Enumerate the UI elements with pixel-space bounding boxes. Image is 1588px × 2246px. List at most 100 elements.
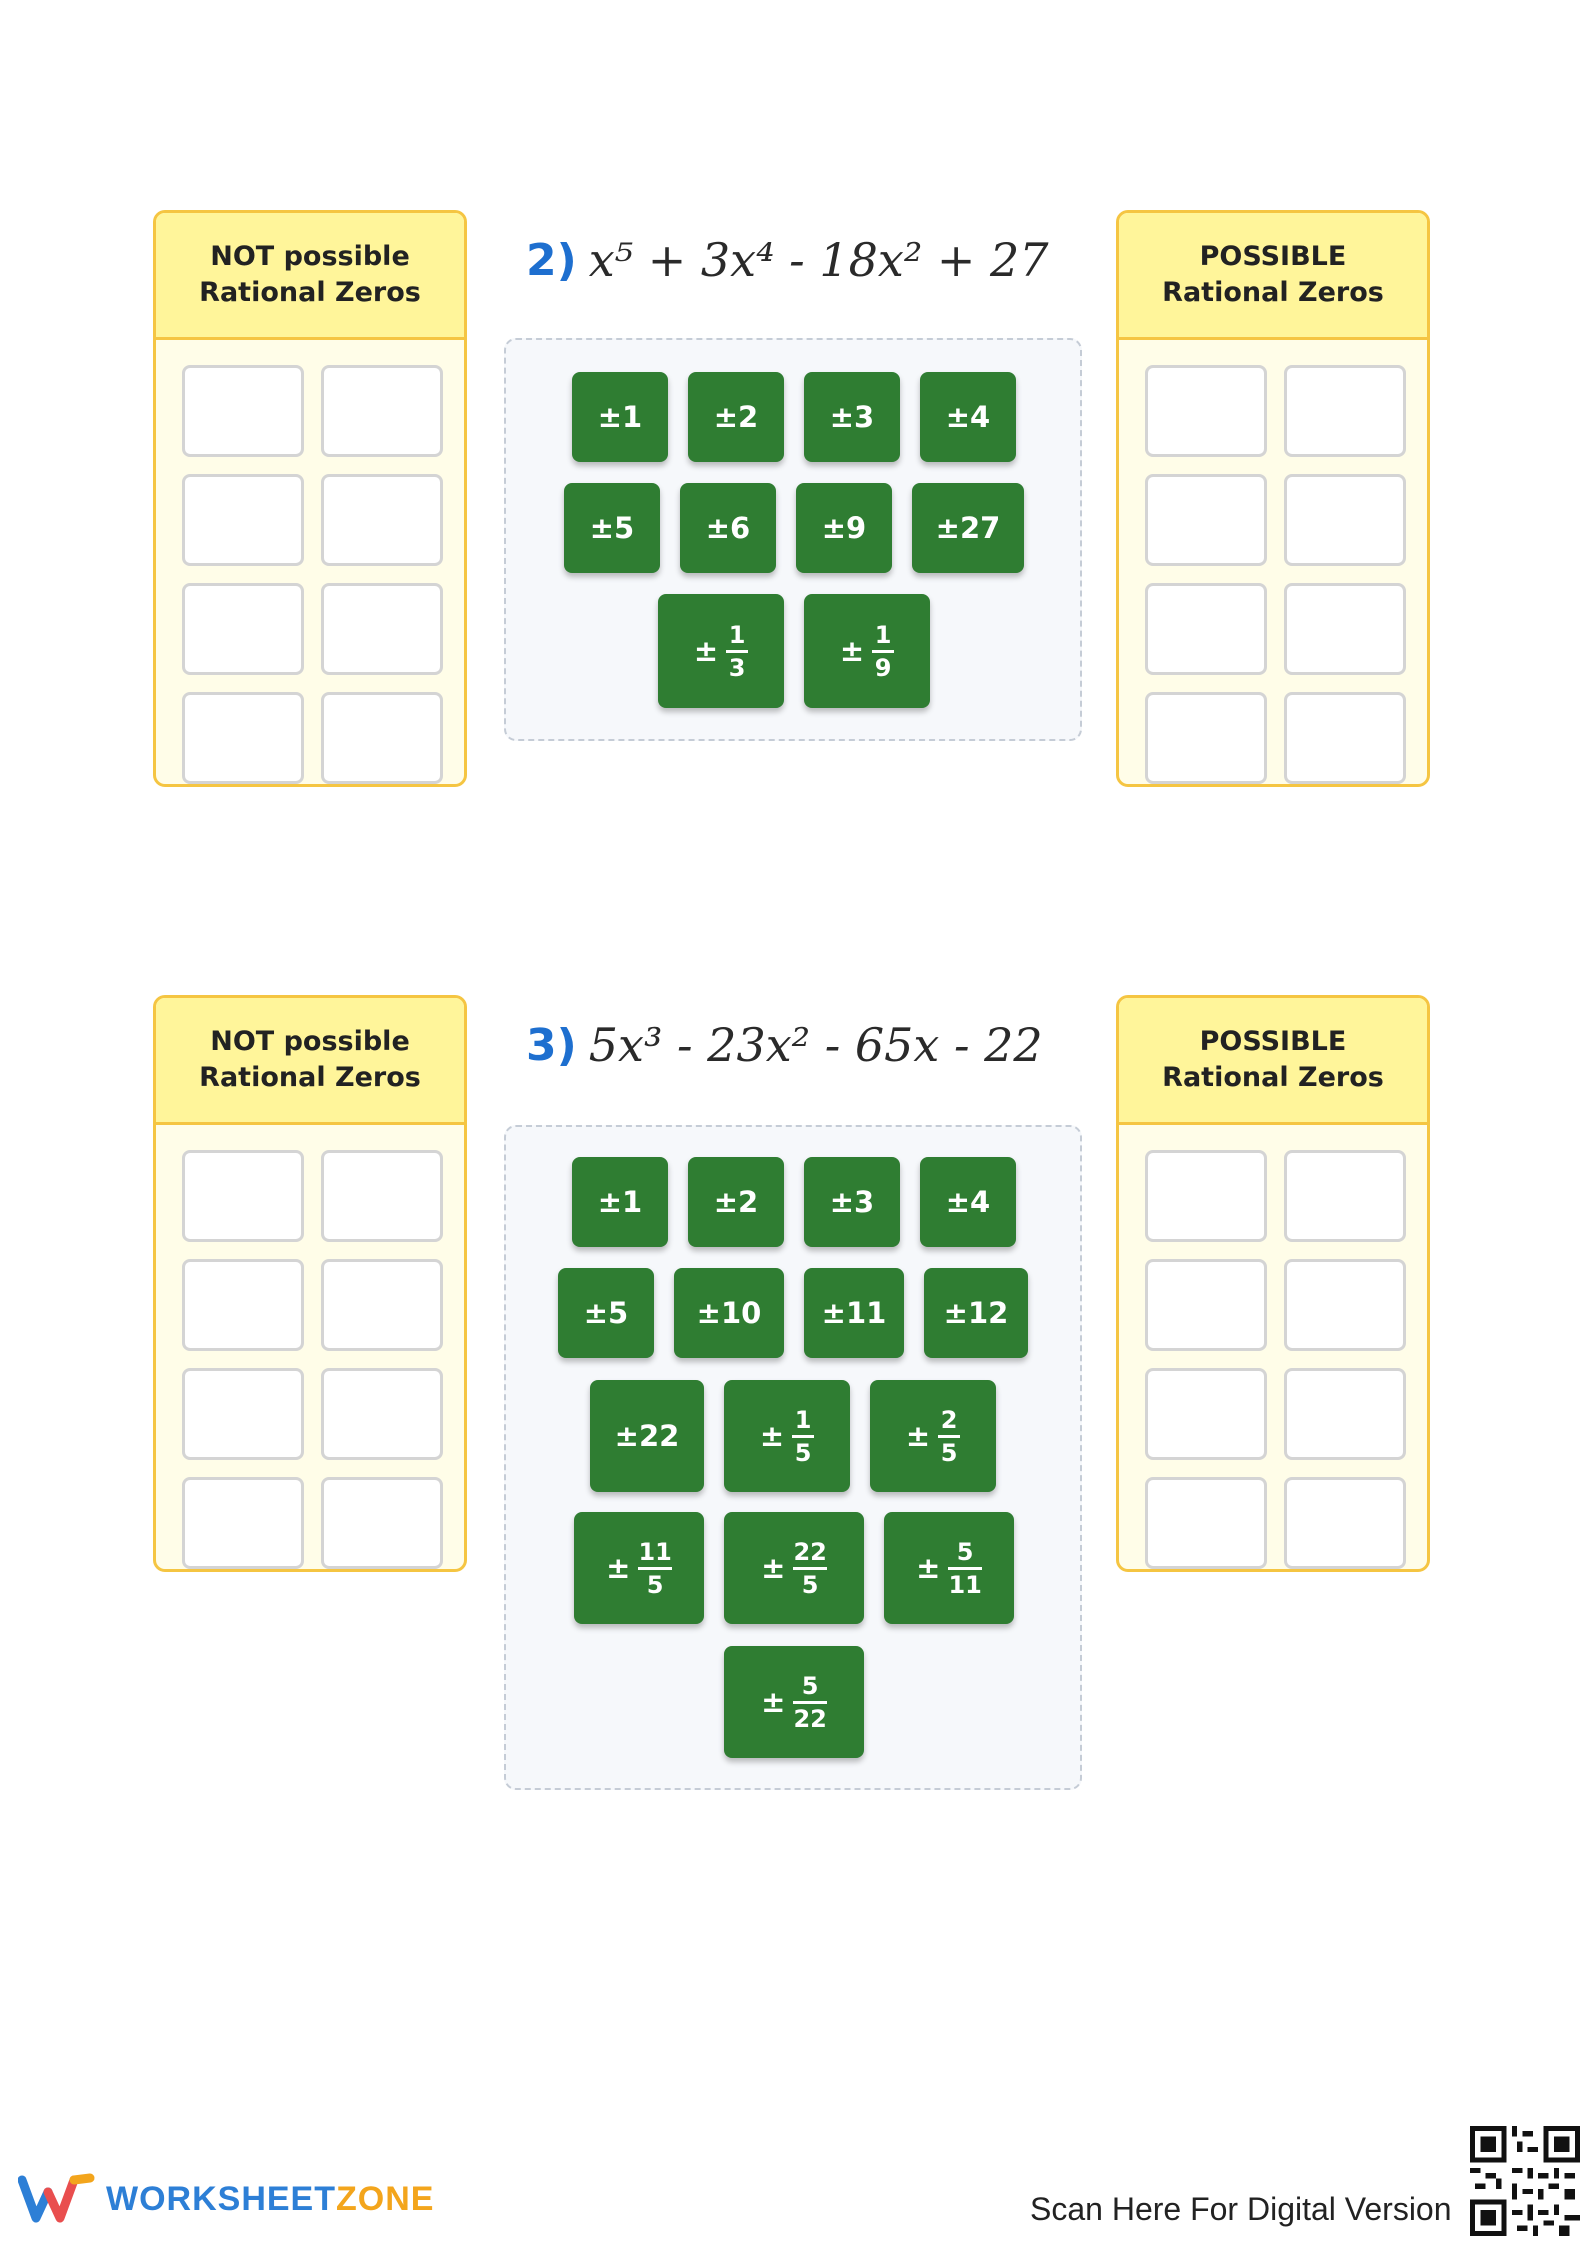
plus-minus-sign: ± — [839, 634, 865, 668]
drop-slot[interactable] — [321, 365, 443, 457]
plus-minus-sign: ± — [693, 634, 719, 668]
drop-slot[interactable] — [1145, 365, 1267, 457]
drop-slot[interactable] — [182, 1259, 304, 1351]
fraction-chip[interactable]: ± 1 9 — [804, 594, 930, 708]
answer-chip[interactable]: ±4 — [920, 372, 1016, 462]
drop-slot[interactable] — [1284, 583, 1406, 675]
drop-slot[interactable] — [1284, 692, 1406, 784]
drop-slot[interactable] — [321, 1477, 443, 1569]
drop-slot[interactable] — [182, 1150, 304, 1242]
plus-minus-sign: ± — [761, 1685, 786, 1719]
possible-header: POSSIBLE Rational Zeros — [1119, 998, 1427, 1125]
numerator: 11 — [638, 1537, 672, 1566]
denominator: 5 — [940, 1438, 958, 1467]
panel-title-line1: POSSIBLE — [1199, 1026, 1347, 1057]
fraction-chip[interactable]: ± 1 3 — [658, 594, 784, 708]
drop-slot[interactable] — [321, 1368, 443, 1460]
numerator: 2 — [940, 1405, 958, 1434]
plus-minus-sign: ± — [606, 1551, 631, 1585]
panel-title-line1: NOT possible — [210, 241, 410, 272]
answer-chip[interactable]: ±1 — [572, 1157, 668, 1247]
brand-name: WORKSHEETZONE — [106, 2179, 435, 2218]
drop-slot[interactable] — [182, 692, 304, 784]
drop-slot[interactable] — [1145, 1368, 1267, 1460]
answer-chip[interactable]: ±1 — [572, 372, 668, 462]
answer-tray: ±1 ±2 ±3 ±4 ±5 ±6 ±9 ±27 ± 1 3 ± 1 9 — [504, 338, 1082, 741]
answer-chip[interactable]: ±27 — [912, 483, 1024, 573]
drop-slot[interactable] — [1284, 1150, 1406, 1242]
drop-slot[interactable] — [1284, 365, 1406, 457]
fraction: 11 5 — [638, 1537, 672, 1599]
polynomial: x⁵ + 3x⁴ - 18x² + 27 — [588, 233, 1049, 287]
drop-slot[interactable] — [1284, 1259, 1406, 1351]
drop-slot[interactable] — [1145, 1150, 1267, 1242]
drop-slot[interactable] — [182, 583, 304, 675]
denominator: 9 — [874, 653, 892, 682]
drop-slot[interactable] — [321, 692, 443, 784]
answer-chip[interactable]: ±3 — [804, 372, 900, 462]
drop-slot[interactable] — [182, 474, 304, 566]
drop-slot[interactable] — [1284, 1477, 1406, 1569]
problem-3: NOT possible Rational Zeros 3) 5x³ - 23x… — [0, 995, 1588, 1805]
denominator: 5 — [646, 1570, 664, 1599]
fraction-chip[interactable]: ± 5 22 — [724, 1646, 864, 1758]
answer-chip[interactable]: ±11 — [804, 1268, 904, 1358]
fraction-chip[interactable]: ± 5 11 — [884, 1512, 1014, 1624]
not-possible-header: NOT possible Rational Zeros — [156, 998, 464, 1125]
drop-slot[interactable] — [182, 1477, 304, 1569]
fraction-chip[interactable]: ± 1 5 — [724, 1380, 850, 1492]
drop-slot[interactable] — [321, 474, 443, 566]
plus-minus-sign: ± — [905, 1419, 931, 1453]
numerator: 1 — [874, 620, 892, 649]
fraction: 5 11 — [948, 1538, 982, 1599]
fraction-chip[interactable]: ± 22 5 — [724, 1512, 864, 1624]
fraction-bar — [792, 1434, 815, 1438]
drop-slot[interactable] — [1284, 1368, 1406, 1460]
denominator: 11 — [948, 1570, 982, 1599]
fraction-bar — [948, 1566, 982, 1570]
drop-slot[interactable] — [1145, 583, 1267, 675]
answer-chip[interactable]: ±12 — [924, 1268, 1028, 1358]
brand-logo[interactable]: WORKSHEETZONE — [18, 2170, 434, 2228]
numerator: 5 — [801, 1671, 819, 1700]
drop-slot[interactable] — [321, 1259, 443, 1351]
drop-slot[interactable] — [1145, 1477, 1267, 1569]
drop-slot[interactable] — [1145, 1259, 1267, 1351]
qr-code-icon[interactable] — [1470, 2126, 1580, 2236]
answer-chip[interactable]: ±9 — [796, 483, 892, 573]
drop-slot[interactable] — [1145, 474, 1267, 566]
not-possible-header: NOT possible Rational Zeros — [156, 213, 464, 340]
fraction: 1 5 — [792, 1406, 815, 1467]
numerator: 22 — [793, 1537, 827, 1566]
answer-chip[interactable]: ±22 — [590, 1380, 704, 1492]
drop-slot[interactable] — [182, 365, 304, 457]
not-possible-panel: NOT possible Rational Zeros — [153, 995, 467, 1572]
fraction-chip[interactable]: ± 11 5 — [574, 1512, 704, 1624]
panel-title-line2: Rational Zeros — [199, 277, 421, 308]
drop-slot[interactable] — [182, 1368, 304, 1460]
problem-number: 2) — [526, 234, 577, 286]
fraction-chip[interactable]: ± 2 5 — [870, 1380, 996, 1492]
answer-chip[interactable]: ±6 — [680, 483, 776, 573]
answer-chip[interactable]: ±2 — [688, 1157, 784, 1247]
panel-title-line1: POSSIBLE — [1199, 241, 1347, 272]
possible-panel: POSSIBLE Rational Zeros — [1116, 210, 1430, 787]
answer-chip[interactable]: ±5 — [564, 483, 660, 573]
drop-slot[interactable] — [1284, 474, 1406, 566]
fraction-bar — [638, 1566, 672, 1570]
panel-title-line2: Rational Zeros — [199, 1062, 421, 1093]
fraction: 22 5 — [793, 1537, 827, 1599]
answer-chip[interactable]: ±10 — [674, 1268, 784, 1358]
drop-slot[interactable] — [321, 583, 443, 675]
answer-chip[interactable]: ±2 — [688, 372, 784, 462]
answer-chip[interactable]: ±5 — [558, 1268, 654, 1358]
possible-header: POSSIBLE Rational Zeros — [1119, 213, 1427, 340]
denominator: 5 — [801, 1570, 819, 1599]
drop-slot[interactable] — [321, 1150, 443, 1242]
answer-chip[interactable]: ±4 — [920, 1157, 1016, 1247]
denominator: 3 — [728, 653, 746, 682]
drop-slot[interactable] — [1145, 692, 1267, 784]
fraction-bar — [726, 649, 749, 653]
equation: 2) x⁵ + 3x⁴ - 18x² + 27 — [526, 220, 1049, 300]
answer-chip[interactable]: ±3 — [804, 1157, 900, 1247]
